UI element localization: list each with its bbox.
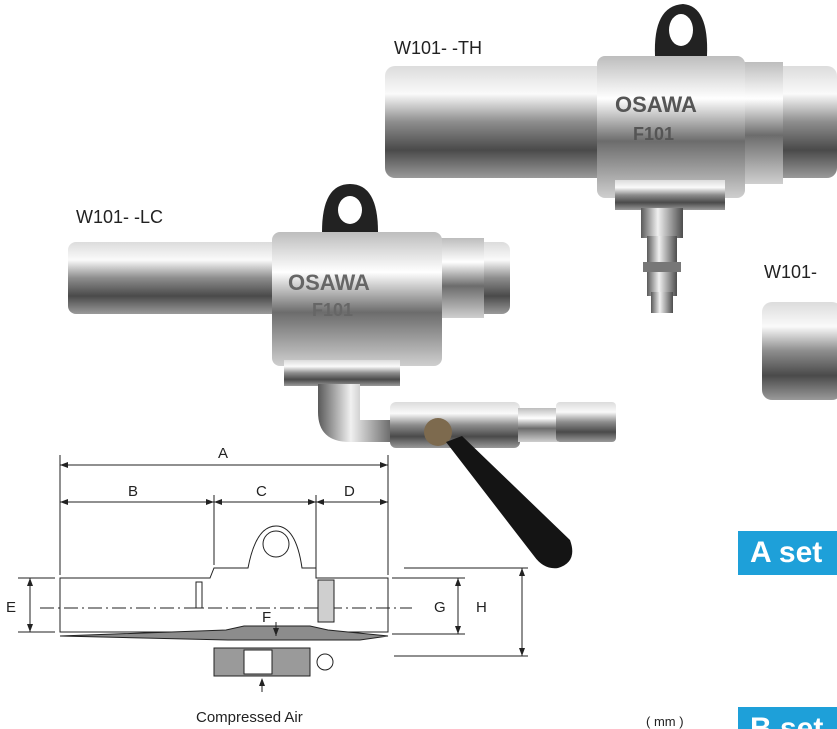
right-model-label: W101- [764,262,818,282]
right-gun-illustration [762,302,837,400]
dim-h: H [476,599,487,616]
lc-engraving: OSAWA [288,270,370,295]
th-model-mark: F101 [633,124,674,144]
lc-model-label: W101- -LC [76,207,164,227]
photo-right-model [760,300,837,410]
dim-b: B [128,483,138,500]
dim-c: C [256,483,267,500]
dim-f: F [262,609,271,626]
dim-g: G [434,599,446,616]
unit-label: ( mm ) [646,714,684,729]
th-engraving: OSAWA [615,92,697,117]
section-b-title: B set [738,707,837,729]
photo-lc-model: OSAWA F101 [60,180,620,580]
dimension-diagram: A B C D E F G H Compressed Air [6,445,528,726]
section-a-title: A set [738,531,837,575]
th-model-label: W101- -TH [394,38,483,58]
dim-e: E [6,599,16,616]
th-gun-illustration: OSAWA F101 [385,4,837,313]
lc-gun-illustration: OSAWA F101 [68,184,616,569]
compressed-air-label: Compressed Air [196,709,303,726]
dim-a: A [218,445,228,462]
dim-d: D [344,483,355,500]
lc-model-mark: F101 [312,300,353,320]
